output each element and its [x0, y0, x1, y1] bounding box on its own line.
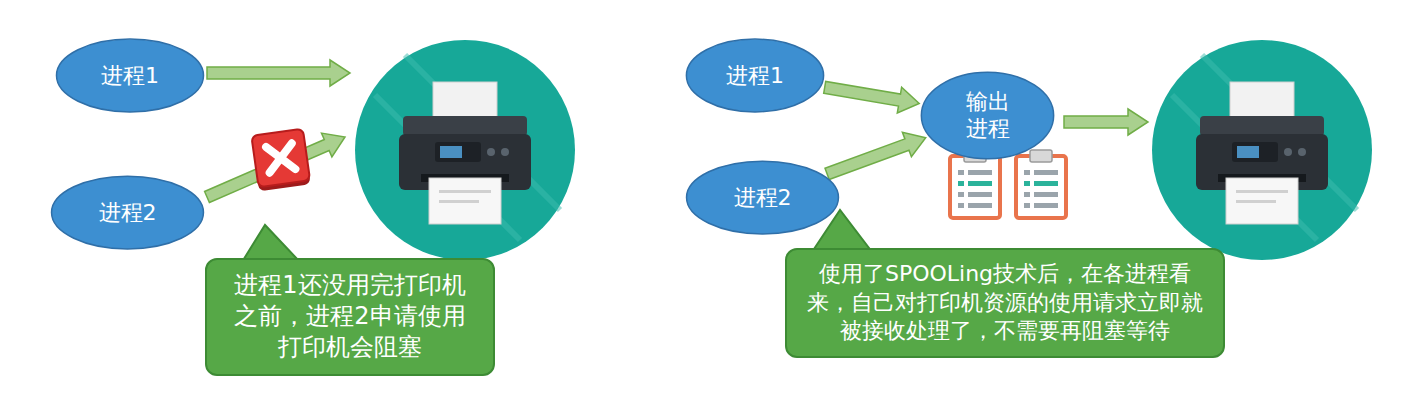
- process-ellipse: 进程1: [685, 38, 825, 113]
- process-ellipse: 进程1: [55, 38, 205, 113]
- ellipse-outline: [920, 71, 1055, 160]
- process-ellipse: 输出进程: [920, 71, 1055, 160]
- document-icon: [950, 150, 1000, 218]
- block-arrow: [824, 81, 920, 113]
- printer-icon: [1152, 40, 1372, 260]
- ellipse-shape: [686, 39, 823, 112]
- printer-icon: [355, 40, 575, 260]
- document-icon: [1016, 150, 1066, 218]
- process-ellipse: 进程2: [685, 160, 840, 235]
- process-label: 进程1: [101, 62, 159, 90]
- callout-box: 使用了SPOOLing技术后，在各进程看来，自己对打印机资源的使用请求立即就被接…: [785, 248, 1225, 358]
- callout-text: 进程1还没用完打印机之前，进程2申请使用打印机会阻塞: [223, 270, 477, 364]
- callout-box: 进程1还没用完打印机之前，进程2申请使用打印机会阻塞: [205, 258, 495, 376]
- process-ellipse: 进程2: [50, 175, 205, 250]
- block-arrow: [825, 132, 926, 179]
- blocked-cross-icon: [251, 129, 310, 192]
- process-label: 进程2: [734, 184, 792, 212]
- ellipse-shape: [687, 161, 839, 234]
- process-label: 输出进程: [964, 88, 1012, 143]
- callout-text: 使用了SPOOLing技术后，在各进程看来，自己对打印机资源的使用请求立即就被接…: [807, 260, 1203, 346]
- ellipse-shape: [921, 72, 1053, 158]
- process-label: 进程2: [99, 199, 157, 227]
- block-arrow: [207, 60, 350, 86]
- block-arrow: [1064, 109, 1148, 135]
- callout-tail: [242, 225, 300, 262]
- process-label: 进程1: [726, 62, 784, 90]
- ellipse-shape: [52, 176, 204, 249]
- ellipse-shape: [57, 39, 204, 112]
